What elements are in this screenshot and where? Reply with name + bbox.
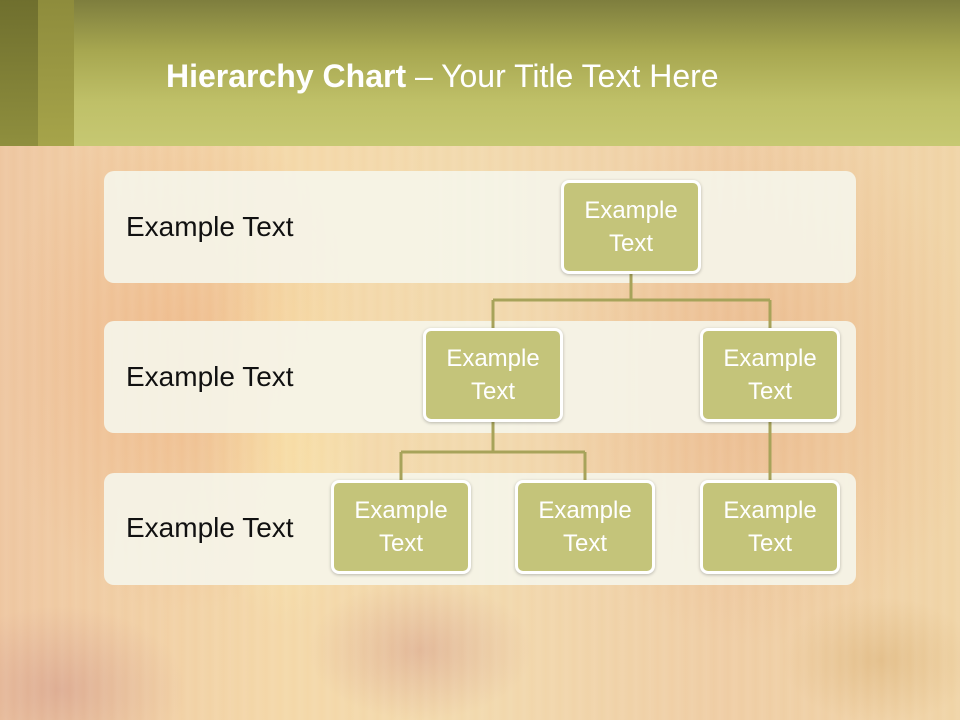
slide-title-bold: Hierarchy Chart [166,58,407,94]
level-label-2: Example Text [126,361,294,392]
node-level2-right-label: Example Text [723,345,817,405]
node-level3-right-label: Example Text [723,497,817,557]
node-level3-right[interactable]: Example Text [700,480,840,574]
slide-title: Hierarchy Chart – Your Title Text Here [166,56,719,96]
level-band-1 [104,171,856,283]
title-banner [0,0,960,146]
banner-accent-mid [38,0,74,146]
slide-title-rest: – Your Title Text Here [406,58,719,94]
connector-root-to-level2 [491,274,772,328]
node-level2-right[interactable]: Example Text [700,328,840,422]
level-label-1: Example Text [126,211,294,242]
node-root-label: Example Text [584,197,678,257]
node-level3-left[interactable]: Example Text [331,480,471,574]
level-label-3: Example Text [126,512,294,543]
banner-accent-dark [0,0,38,146]
node-level2-left[interactable]: Example Text [423,328,563,422]
node-level3-left-label: Example Text [354,497,448,557]
connector-level2-left-to-level3 [399,422,587,480]
node-level3-middle[interactable]: Example Text [515,480,655,574]
node-level2-left-label: Example Text [446,345,540,405]
node-root[interactable]: Example Text [561,180,701,274]
node-level3-middle-label: Example Text [538,497,632,557]
